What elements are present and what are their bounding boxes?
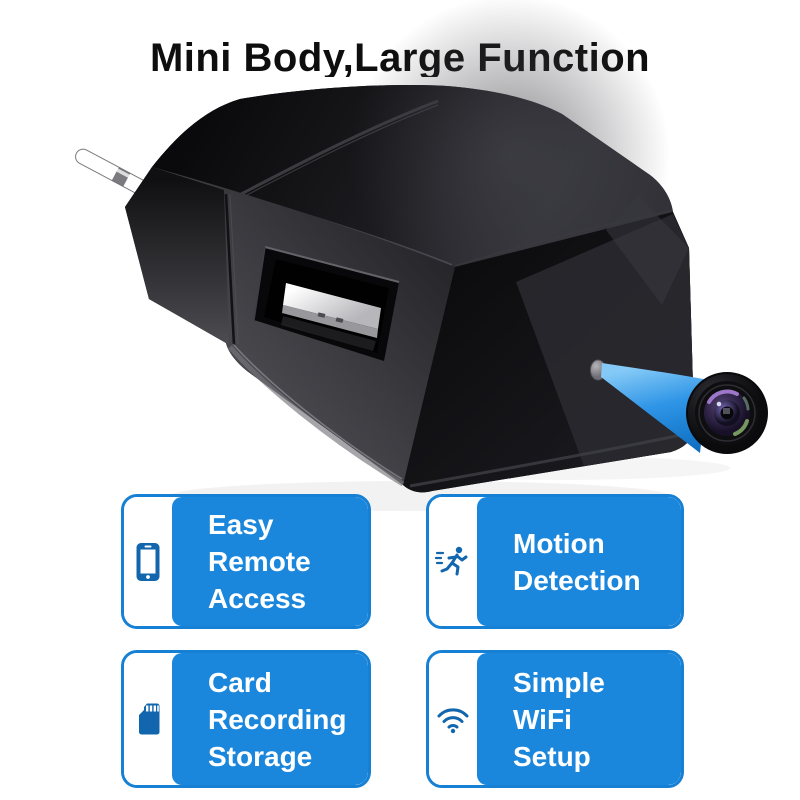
right-face-reflection: [516, 214, 695, 466]
body-seam-line: [223, 99, 439, 205]
running-person-icon: [429, 497, 477, 626]
eu-plug-pin-icon: [75, 148, 147, 195]
front-ridge-highlight: [157, 170, 453, 266]
pinhole-camera: [590, 359, 606, 381]
right-ridge-highlight: [454, 210, 672, 267]
wifi-icon: [429, 653, 477, 785]
right-face-corner-sheen: [606, 196, 689, 305]
front-groove-line: [224, 193, 236, 346]
front-groove-highlight: [229, 193, 239, 345]
zoom-callout-beam: [601, 363, 708, 453]
body-seam-highlight: [223, 104, 439, 208]
front-bottom-rim-highlight: [232, 343, 403, 480]
usb-a-port: [253, 246, 400, 361]
smartphone-icon: [124, 497, 172, 626]
charger-body: [125, 85, 695, 493]
charger-front-face: [125, 167, 455, 485]
camera-lens-icon: [686, 372, 768, 454]
right-bottom-rim: [409, 432, 687, 488]
charger-left-plate: [125, 167, 229, 344]
charger-top-face: [152, 85, 673, 267]
page-title: Mini Body,Large Function: [149, 35, 651, 77]
front-bottom-rim: [228, 345, 405, 487]
charger-right-face: [403, 212, 695, 493]
sd-card-icon: [124, 653, 172, 785]
